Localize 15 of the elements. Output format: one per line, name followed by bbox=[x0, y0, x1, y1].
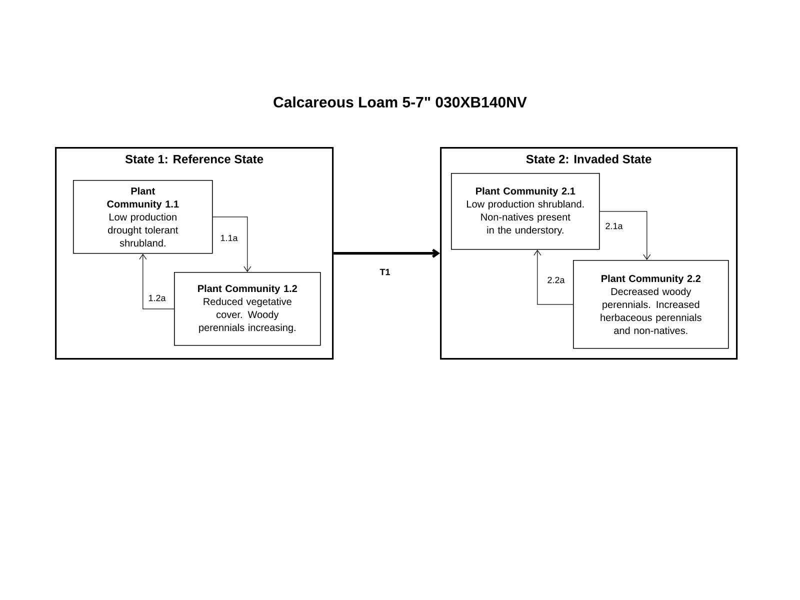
arrow bbox=[534, 250, 574, 305]
edge-label: 1.1a bbox=[219, 234, 239, 242]
arrow bbox=[139, 254, 174, 310]
edge-label: 2.2a bbox=[546, 276, 566, 284]
edge-label: 2.1a bbox=[604, 222, 624, 230]
arrow bbox=[212, 216, 252, 272]
edge-label: 1.2a bbox=[147, 294, 167, 302]
arrow bbox=[600, 211, 651, 260]
community-box: Plant Community 1.2 Reduced vegetative cover. Woody perennials increasing. bbox=[174, 272, 321, 346]
community-box: Plant Community 2.2 Decreased woody perennials. Increased herbaceous perennials and non-natives. bbox=[573, 260, 729, 349]
title: Calcareous Loam 5-7" 030XB140NV bbox=[274, 96, 527, 108]
arrow bbox=[334, 248, 440, 258]
community-box: Plant Community 2.1 Low production shrubland. Non-natives present in the understory. bbox=[451, 173, 600, 250]
community-box: Plant Community 1.1 Low production drought tolerant shrubland. bbox=[73, 180, 213, 254]
edge-label: T1 bbox=[378, 268, 392, 276]
